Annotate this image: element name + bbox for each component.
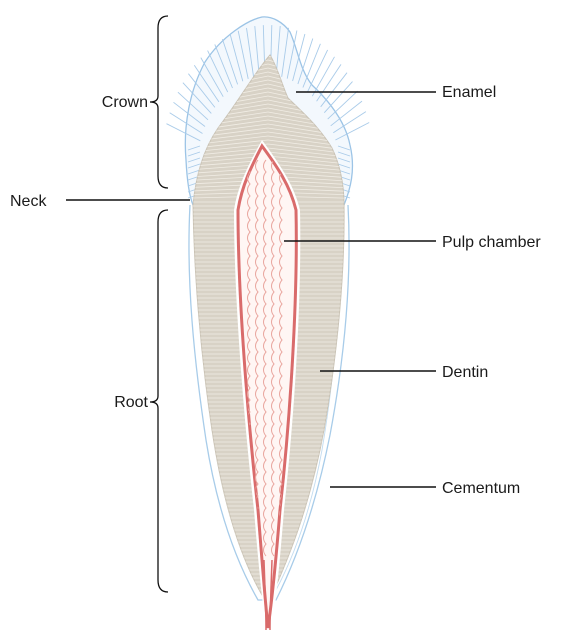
enamel-rod	[328, 91, 358, 119]
enamel-rod	[308, 50, 328, 92]
neck-label: Neck	[10, 193, 47, 210]
crown-brace	[150, 16, 168, 188]
enamel-label: Enamel	[442, 84, 496, 101]
cementum-label: Cementum	[442, 480, 520, 497]
pulp-chamber-label: Pulp chamber	[442, 234, 541, 251]
enamel-rod	[303, 44, 321, 88]
crown-label: Crown	[102, 94, 148, 111]
root-brace	[150, 210, 168, 592]
root-label: Root	[114, 394, 148, 411]
dentin-label: Dentin	[442, 364, 488, 381]
